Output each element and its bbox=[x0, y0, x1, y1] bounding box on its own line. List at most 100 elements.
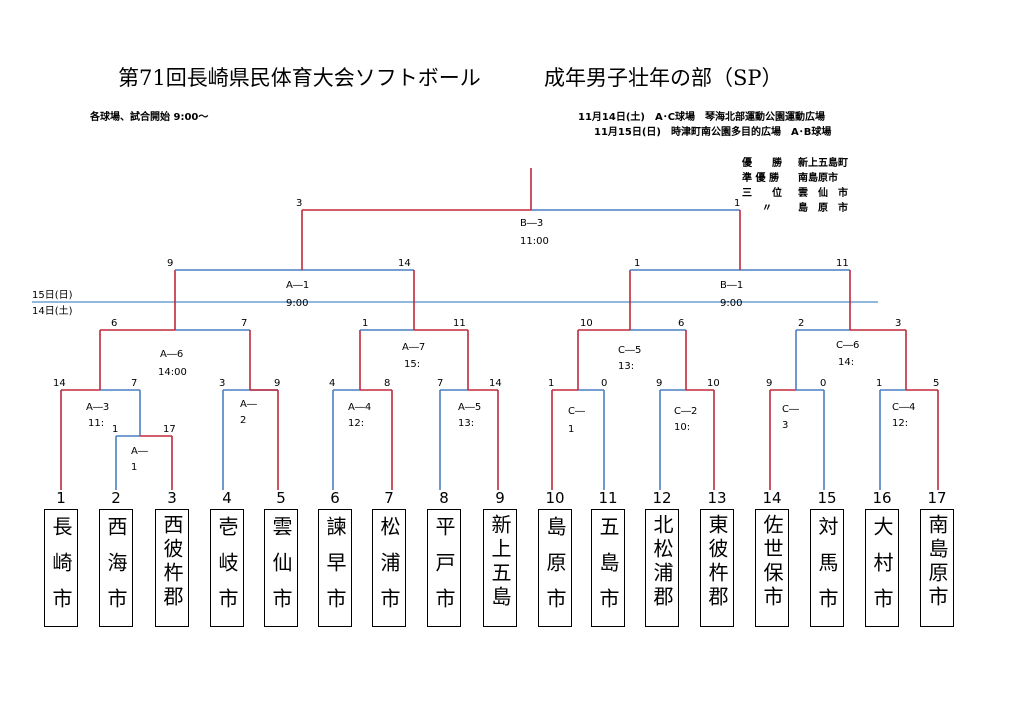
team-box: 佐世保市 bbox=[755, 509, 789, 627]
score: 1 bbox=[634, 258, 640, 269]
match-time: 11: bbox=[88, 418, 104, 429]
score: 10 bbox=[580, 318, 593, 329]
team-number: 12 bbox=[652, 489, 671, 507]
team-number: 11 bbox=[598, 489, 617, 507]
winner-name: 新上五島町 bbox=[798, 158, 848, 169]
team-name: 西彼杵郡 bbox=[160, 514, 184, 610]
team-name: 松浦市 bbox=[377, 516, 401, 624]
match-time: 9:00 bbox=[286, 298, 308, 309]
score: 1 bbox=[112, 424, 118, 435]
team-name: 南島原市 bbox=[925, 514, 949, 610]
score: 8 bbox=[384, 378, 390, 389]
score: 9 bbox=[167, 258, 173, 269]
runner-up-name: 南島原市 bbox=[798, 173, 838, 184]
third-label: 三 位 bbox=[742, 188, 782, 199]
team-name: 壱岐市 bbox=[215, 516, 239, 624]
match-label: A―4 bbox=[348, 402, 371, 413]
match-label: C― bbox=[782, 404, 799, 415]
venue-day2: 11月15日(日) 時津町南公園多目的広場 A･B球場 bbox=[594, 127, 832, 138]
match-time: 10: bbox=[674, 422, 690, 433]
score: 1 bbox=[362, 318, 368, 329]
match-label: C―4 bbox=[892, 402, 915, 413]
match-time: 3 bbox=[782, 420, 788, 431]
team-name: 雲仙市 bbox=[269, 516, 293, 624]
score: 4 bbox=[329, 378, 335, 389]
score: 7 bbox=[437, 378, 443, 389]
team-name: 長崎市 bbox=[49, 516, 73, 624]
team-number: 13 bbox=[707, 489, 726, 507]
team-number: 14 bbox=[762, 489, 781, 507]
match-time: 15: bbox=[404, 359, 420, 370]
match-label: A―3 bbox=[86, 402, 109, 413]
team-number: 7 bbox=[384, 489, 394, 507]
score: 1 bbox=[876, 378, 882, 389]
score: 14 bbox=[489, 378, 502, 389]
match-time: 14:00 bbox=[158, 367, 187, 378]
team-box: 雲仙市 bbox=[264, 509, 298, 627]
start-time-note: 各球場、試合開始 9:00～ bbox=[90, 112, 209, 123]
score: 3 bbox=[219, 378, 225, 389]
score: 14 bbox=[398, 258, 411, 269]
team-box: 北松浦郡 bbox=[645, 509, 679, 627]
team-number: 8 bbox=[439, 489, 449, 507]
team-box: 南島原市 bbox=[920, 509, 954, 627]
match-label: A―6 bbox=[160, 349, 183, 360]
runner-up-label: 準 優 勝 bbox=[742, 173, 779, 184]
score: 7 bbox=[131, 378, 137, 389]
team-name: 五島市 bbox=[596, 516, 620, 624]
match-time: 14: bbox=[838, 357, 854, 368]
team-box: 西海市 bbox=[99, 509, 133, 627]
team-name: 大村市 bbox=[870, 516, 894, 624]
score: 0 bbox=[820, 378, 826, 389]
match-label: C―2 bbox=[674, 406, 697, 417]
team-box: 諫早市 bbox=[318, 509, 352, 627]
score: 10 bbox=[707, 378, 720, 389]
match-time: 13: bbox=[618, 361, 634, 372]
score: 1 bbox=[734, 198, 740, 209]
team-number: 15 bbox=[817, 489, 836, 507]
match-label: B―1 bbox=[720, 280, 743, 291]
score: 3 bbox=[895, 318, 901, 329]
ditto-mark: 〃 bbox=[762, 203, 772, 214]
score: 9 bbox=[274, 378, 280, 389]
team-box: 西彼杵郡 bbox=[155, 509, 189, 627]
team-name: 対馬市 bbox=[815, 516, 839, 624]
team-name: 諫早市 bbox=[323, 516, 347, 624]
team-number: 4 bbox=[222, 489, 232, 507]
match-label: A―1 bbox=[286, 280, 309, 291]
team-box: 新上五島 bbox=[483, 509, 517, 627]
page-title: 第71回長崎県民体育大会ソフトボール bbox=[118, 66, 481, 90]
team-number: 1 bbox=[56, 489, 66, 507]
match-time: 1 bbox=[131, 462, 137, 473]
team-name: 東彼杵郡 bbox=[705, 514, 729, 610]
score: 9 bbox=[656, 378, 662, 389]
match-label: C―6 bbox=[836, 340, 859, 351]
team-name: 平戸市 bbox=[432, 516, 456, 624]
day2-label: 15日(日) bbox=[32, 290, 73, 301]
team-name: 佐世保市 bbox=[760, 514, 784, 610]
score: 3 bbox=[296, 198, 302, 209]
team-box: 大村市 bbox=[865, 509, 899, 627]
team-number: 16 bbox=[872, 489, 891, 507]
team-name: 北松浦郡 bbox=[650, 514, 674, 610]
team-number: 10 bbox=[545, 489, 564, 507]
team-name: 西海市 bbox=[104, 516, 128, 624]
match-time: 1 bbox=[568, 424, 574, 435]
score: 11 bbox=[836, 258, 849, 269]
team-name: 新上五島 bbox=[488, 514, 512, 610]
match-time: 2 bbox=[240, 415, 246, 426]
score: 17 bbox=[163, 424, 176, 435]
match-label: C― bbox=[568, 406, 585, 417]
team-name: 島原市 bbox=[543, 516, 567, 624]
team-box: 五島市 bbox=[591, 509, 625, 627]
match-time: 9:00 bbox=[720, 298, 742, 309]
team-box: 長崎市 bbox=[44, 509, 78, 627]
score: 6 bbox=[678, 318, 684, 329]
team-number: 17 bbox=[927, 489, 946, 507]
team-number: 6 bbox=[330, 489, 340, 507]
score: 1 bbox=[548, 378, 554, 389]
team-box: 松浦市 bbox=[372, 509, 406, 627]
score: 5 bbox=[933, 378, 939, 389]
team-number: 3 bbox=[167, 489, 177, 507]
